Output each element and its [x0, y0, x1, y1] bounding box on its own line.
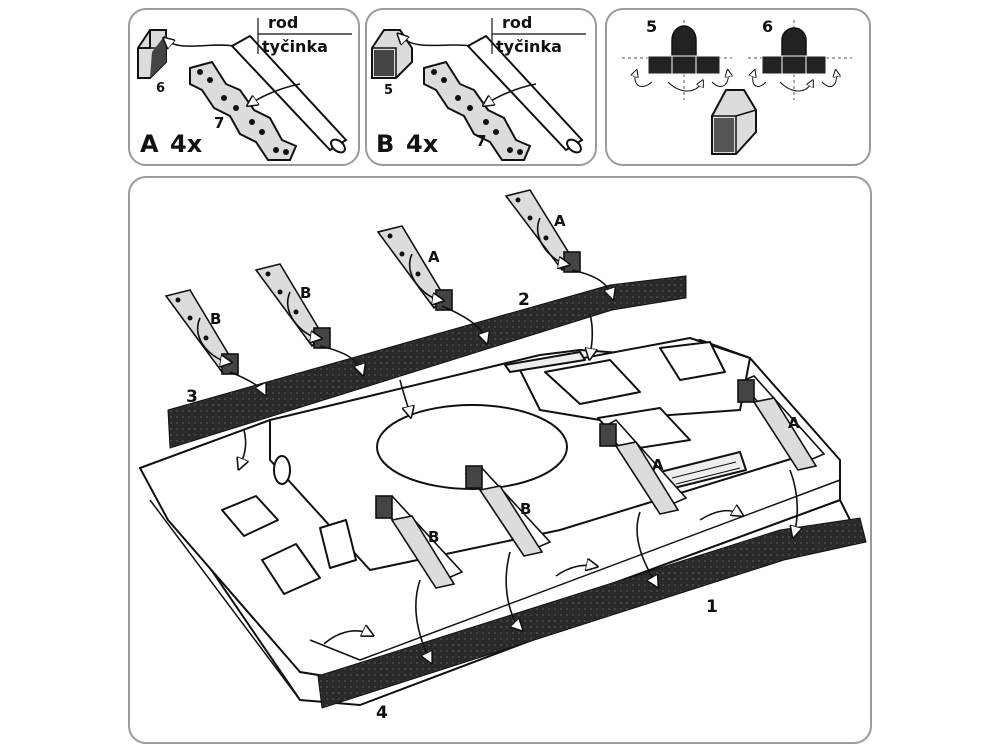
upper-brackets: [164, 189, 581, 375]
panel-a-rod-cz-label: tyčinka: [262, 37, 328, 56]
panel-b-rod-label: rod: [502, 13, 532, 32]
panel-b-rod-cz-label: tyčinka: [496, 37, 562, 56]
etch-strip-7b: [423, 60, 532, 161]
label-a-3: A: [652, 456, 664, 474]
panel-b-drawing: [371, 18, 586, 161]
etch-strip-7: [189, 60, 298, 161]
label-track-2: 2: [518, 290, 530, 310]
panel-a-part-7-label: 7: [214, 114, 224, 132]
label-b-3: B: [520, 500, 531, 518]
rod-b: [466, 34, 584, 152]
label-track-3: 3: [186, 387, 198, 407]
panel-a-rod-label: rod: [268, 13, 298, 32]
panel-a-drawing: [137, 18, 352, 161]
label-b-2: B: [210, 310, 221, 328]
panel-c-drawing: [622, 20, 852, 155]
track-lower: [317, 517, 867, 709]
turret-ring: [376, 404, 568, 490]
panel-a-qty-label: 4x: [170, 130, 203, 158]
panel-b-part-5-label: 5: [384, 83, 393, 98]
panel-a-part-6-label: 6: [156, 81, 165, 96]
label-b-4: B: [428, 528, 439, 546]
label-b-1: B: [300, 284, 311, 302]
label-a-1: A: [554, 212, 566, 230]
fold-5-tab: [671, 25, 697, 57]
label-track-4: 4: [376, 703, 388, 723]
fold-6-tab: [781, 27, 807, 57]
panel-b-part-7-label: 7: [476, 132, 486, 150]
panel-a-variant-label: A: [140, 130, 159, 158]
track-upper: [167, 275, 687, 449]
label-track-1: 1: [706, 597, 718, 617]
panel-b-variant-label: B: [376, 130, 394, 158]
panel-c: [605, 8, 871, 166]
panel-b-qty-label: 4x: [406, 130, 439, 158]
fold-5-label: 5: [646, 17, 657, 36]
lower-brackets: [375, 375, 826, 589]
rod-a: [230, 34, 348, 152]
label-a-2: A: [428, 248, 440, 266]
label-a-4: A: [788, 414, 800, 432]
fold-6-label: 6: [762, 17, 773, 36]
